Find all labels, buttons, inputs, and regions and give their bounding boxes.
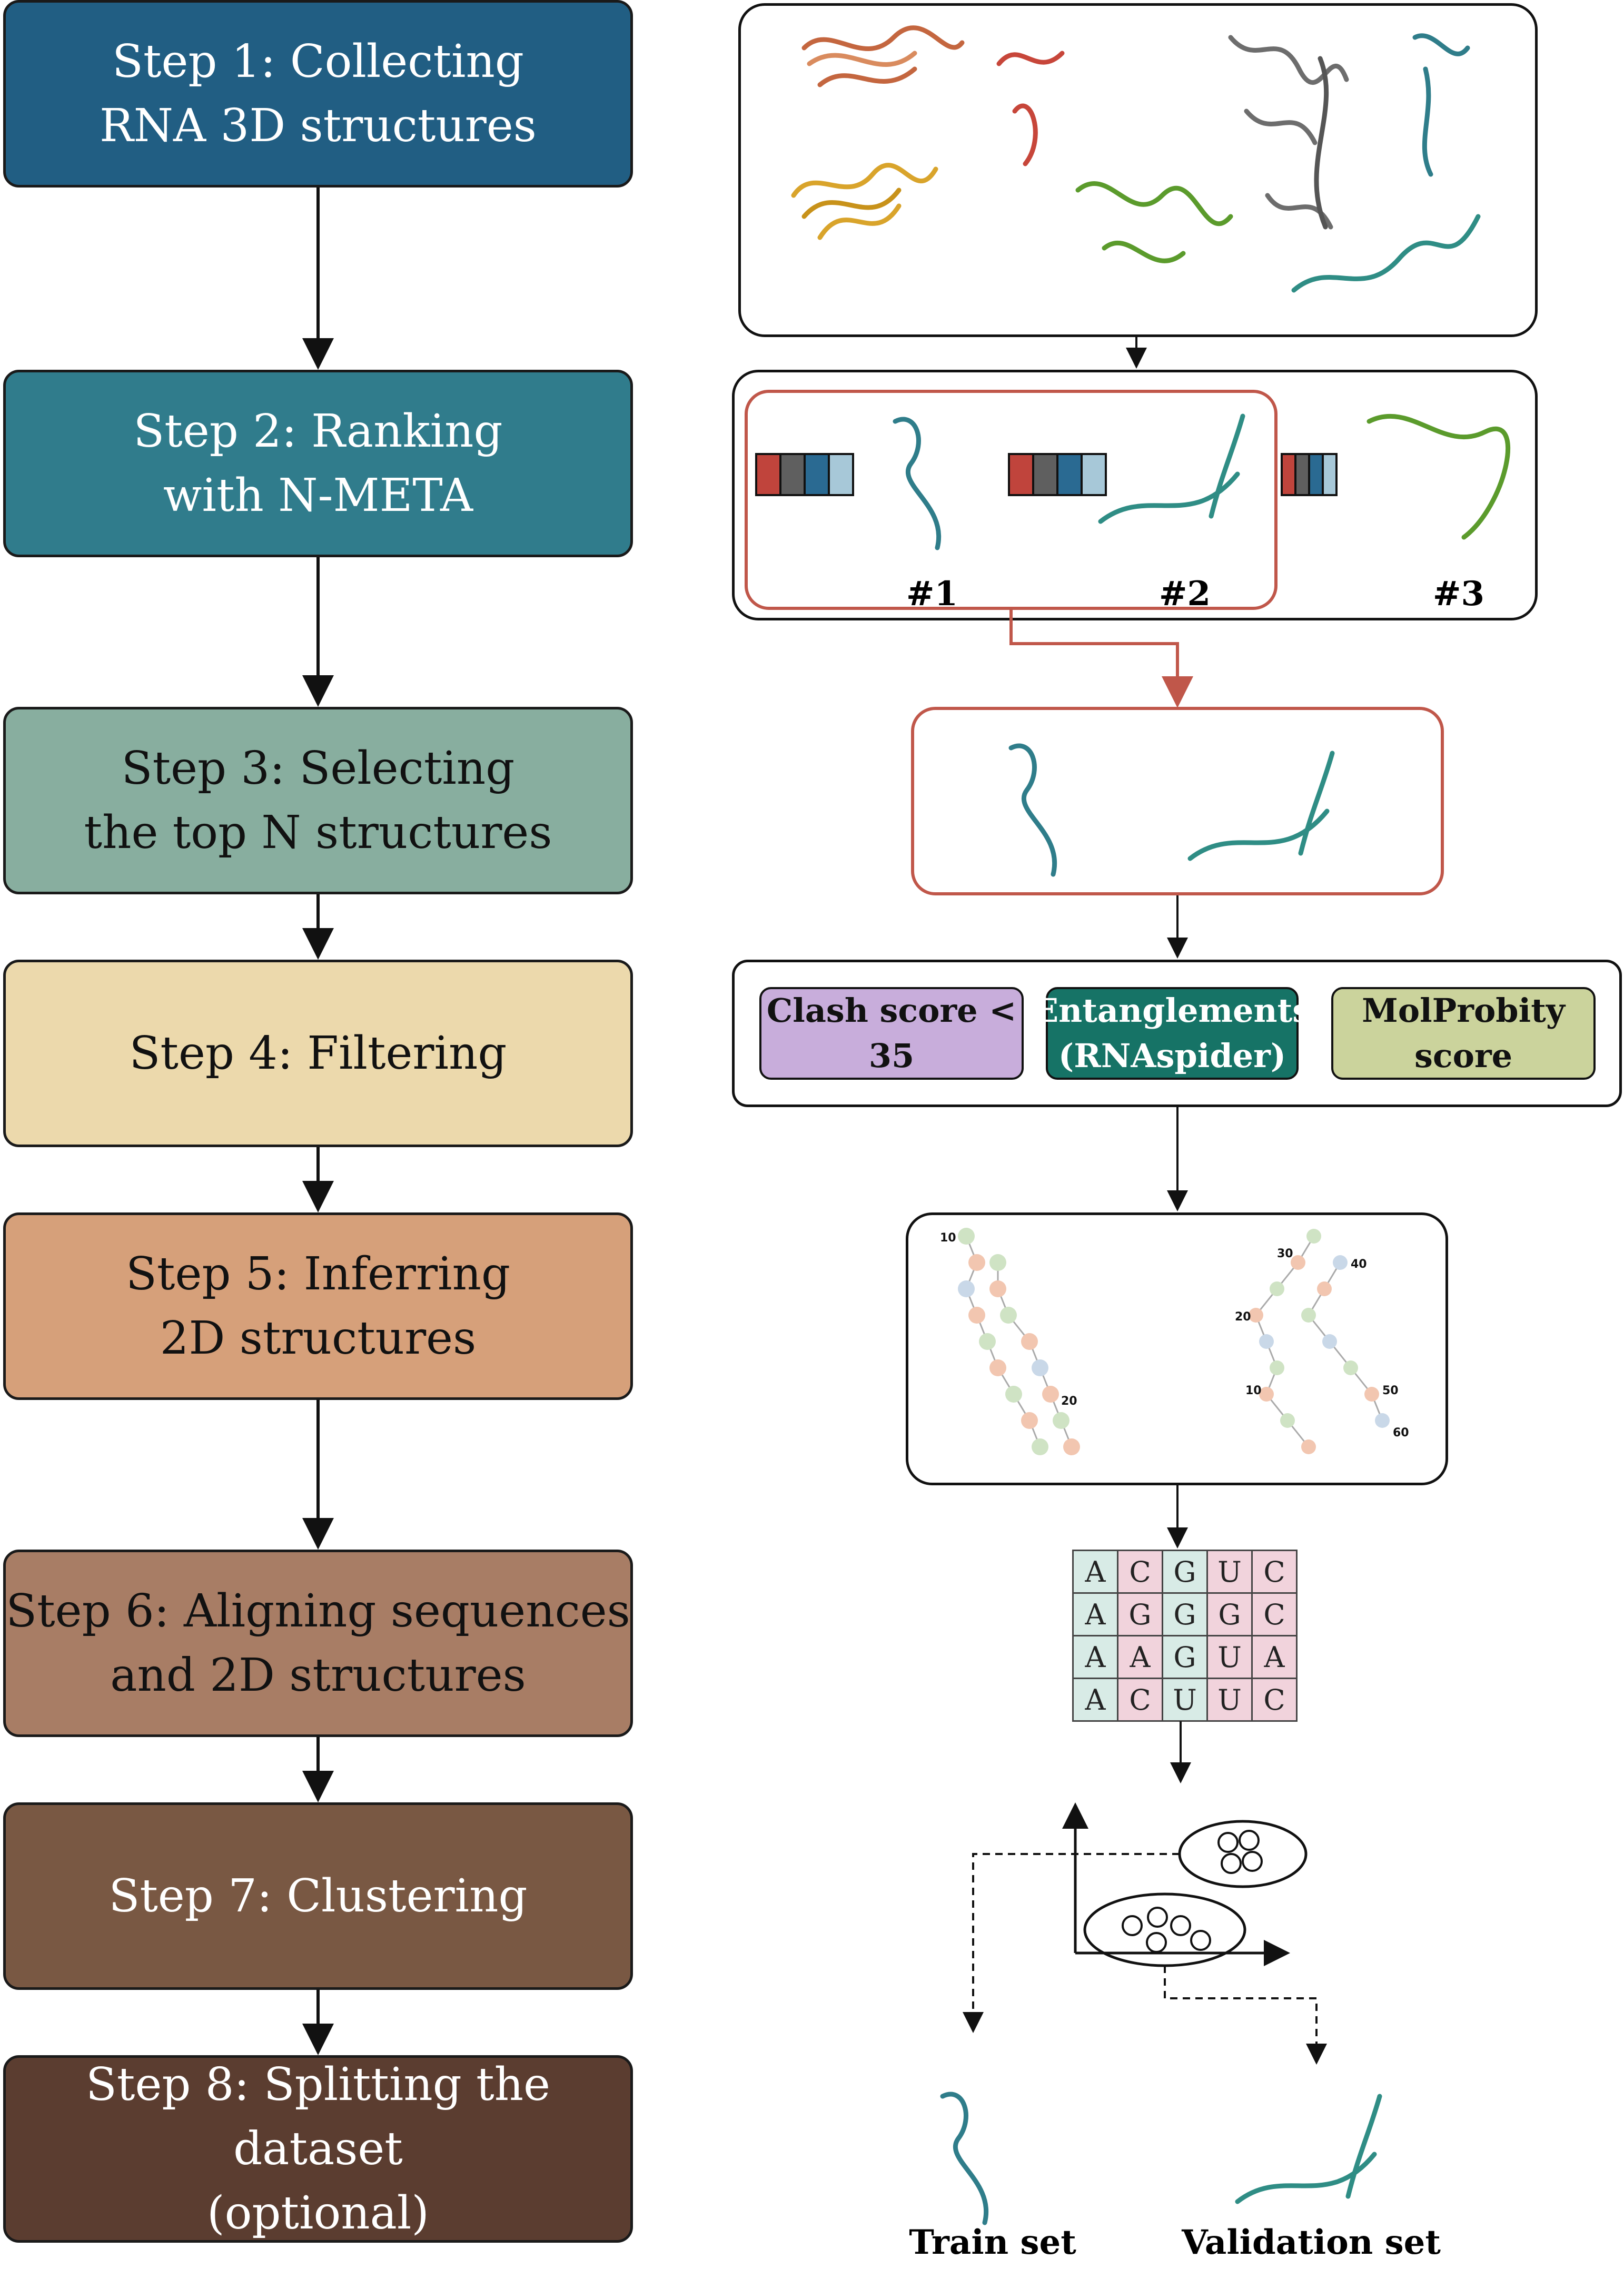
step-6-box: Step 6: Aligning sequences and 2D struct… (3, 1550, 633, 1737)
step-1-label: Step 1: Collecting RNA 3D structures (100, 35, 537, 152)
alignment-cell: A (1072, 1678, 1118, 1722)
step-8-box: Step 8: Splitting the dataset (optional) (3, 2055, 633, 2243)
cluster-plot (1062, 1802, 1308, 1967)
step-5-box: Step 5: Inferring 2D structures (3, 1212, 633, 1400)
rank-1-label: #1 (906, 574, 958, 614)
structures-collection-panel (738, 3, 1538, 337)
alignment-cell: A (1072, 1635, 1118, 1679)
cluster-small (1178, 1820, 1308, 1888)
cluster-large (1083, 1892, 1246, 1967)
step-2-label: Step 2: Ranking with N-META (133, 405, 503, 522)
left-structure-label-10: 10 (940, 1231, 956, 1245)
step-5-label: Step 5: Inferring 2D structures (125, 1248, 511, 1365)
molprobity-filter: MolProbity score (1331, 987, 1596, 1080)
rna-3d-structures-illustration (791, 25, 1481, 293)
right-structure-label-20: 20 (1235, 1310, 1251, 1324)
alignment-cell: G (1162, 1592, 1208, 1636)
arrow-top-to-selected (1009, 610, 1193, 708)
alignment-cell: A (1072, 1592, 1118, 1636)
rank-3-label: #3 (1432, 574, 1485, 614)
right-structure-label-10: 10 (1245, 1384, 1262, 1397)
entanglements-filter: Entanglements (RNAspider) (1034, 987, 1311, 1080)
dashed-arrow-to-train (963, 1853, 1180, 2033)
alignment-cell: U (1206, 1678, 1253, 1722)
alignment-cell: C (1117, 1678, 1163, 1722)
alignment-cell: G (1162, 1635, 1208, 1679)
alignment-cell: C (1251, 1550, 1298, 1594)
alignment-cell: C (1117, 1550, 1163, 1594)
step-6-label: Step 6: Aligning sequences and 2D struct… (6, 1585, 630, 1702)
step-3-label: Step 3: Selecting the top N structures (84, 742, 552, 859)
alignment-cell: G (1206, 1592, 1253, 1636)
right-structure-label-30: 30 (1277, 1247, 1293, 1260)
right-structure-label-60: 60 (1393, 1426, 1409, 1439)
step-4-box: Step 4: Filtering (3, 960, 633, 1147)
step-8-label: Step 8: Splitting the dataset (optional) (85, 2058, 550, 2240)
step-2-box: Step 2: Ranking with N-META (3, 370, 633, 557)
step-7-box: Step 7: Clustering (3, 1802, 633, 1990)
right-structure-label-40: 40 (1351, 1258, 1367, 1271)
clash-score-filter: Clash score < 35 (759, 987, 1024, 1080)
molprobity-filter-label: MolProbity score (1362, 991, 1565, 1075)
validation-set-label: Validation set (1182, 2223, 1441, 2262)
alignment-cell: U (1162, 1678, 1208, 1722)
rna-2d-structure-illustration: 10 20 20 30 40 10 50 60 (940, 1228, 1409, 1455)
step-7-label: Step 7: Clustering (108, 1870, 528, 1922)
entanglements-filter-label: Entanglements (RNAspider) (1033, 991, 1311, 1075)
top-ranked-group (745, 390, 1278, 610)
alignment-cell: U (1206, 1635, 1253, 1679)
clash-score-filter-label: Clash score < 35 (766, 991, 1017, 1075)
selected-structures-panel (911, 707, 1444, 895)
alignment-cell: G (1162, 1550, 1208, 1594)
dashed-arrow-to-validation (1164, 1966, 1327, 2065)
rank-2-label: #2 (1158, 574, 1211, 614)
alignment-cell: G (1117, 1592, 1163, 1636)
step-4-label: Step 4: Filtering (129, 1027, 507, 1080)
left-structure-label-20: 20 (1061, 1395, 1077, 1408)
step-1-box: Step 1: Collecting RNA 3D structures (3, 0, 633, 188)
step-3-box: Step 3: Selecting the top N structures (3, 707, 633, 894)
secondary-structure-panel: 10 20 20 30 40 10 50 60 (906, 1212, 1448, 1485)
alignment-cell: A (1117, 1635, 1163, 1679)
alignment-cell: U (1206, 1550, 1253, 1594)
right-structure-label-50: 50 (1382, 1384, 1399, 1397)
alignment-cell: C (1251, 1592, 1298, 1636)
train-set-label: Train set (909, 2223, 1076, 2262)
alignment-cell: A (1251, 1635, 1298, 1679)
alignment-cell: C (1251, 1678, 1298, 1722)
alignment-cell: A (1072, 1550, 1118, 1594)
